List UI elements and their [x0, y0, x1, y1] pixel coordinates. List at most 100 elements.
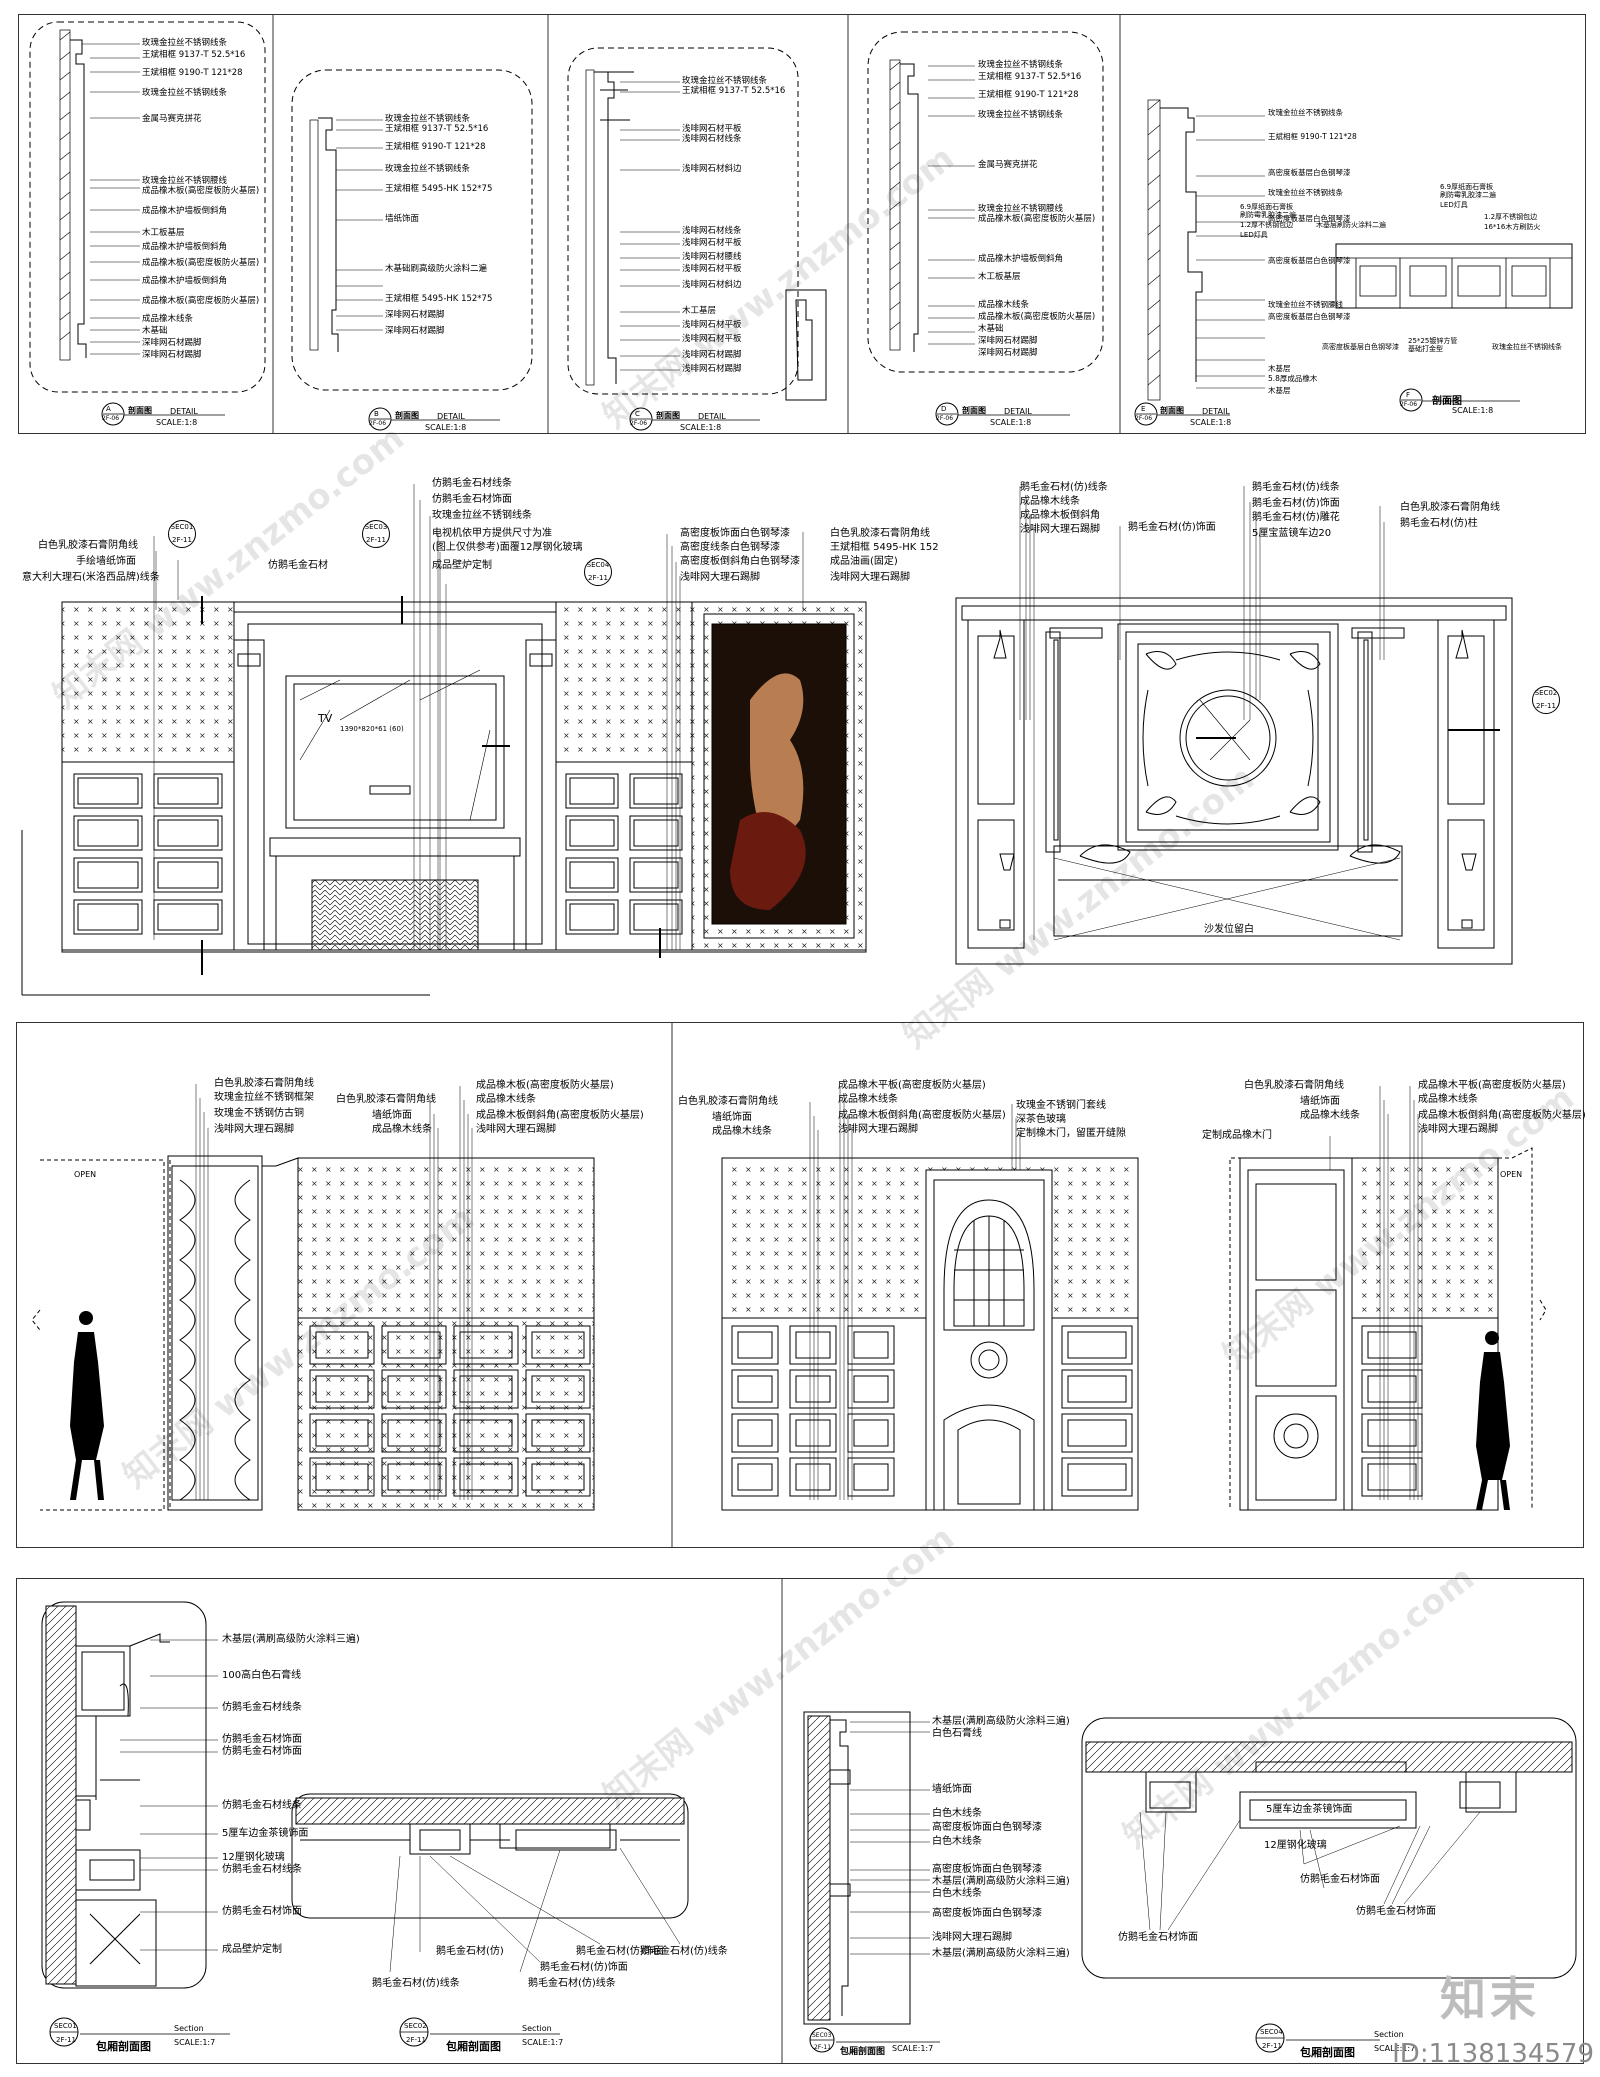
detail-bubble-id: A — [106, 405, 111, 413]
detail-label: 玫瑰金拉丝不锈钢线条 — [385, 164, 471, 174]
detail-label: 成品橡木板(高密度板防火基层) — [142, 258, 260, 268]
sec1-label: 仿鹅毛金石材线条 — [222, 1864, 302, 1875]
detail-label: 木基础刷高级防火涂料二遍 — [385, 264, 488, 274]
bubble-sheet: 2F-11 — [406, 2036, 426, 2044]
detail-label: 木工基层 — [682, 306, 717, 316]
detail-label: 玫瑰金拉丝不锈钢线条 — [142, 88, 228, 98]
detail-label: 1.2厚不锈钢包边 — [1240, 221, 1294, 229]
detail-label: 王斌相框 9137-T 52.5*16 — [142, 50, 246, 60]
elev2-label: 鹅毛金石材(仿)雕花 — [1252, 512, 1340, 523]
detail-label: 木基础 — [142, 326, 168, 336]
bubble-sheet: 2F-11 — [366, 536, 386, 544]
sec3-label: 木基层(满刷高级防火涂料三遍) — [932, 1876, 1070, 1887]
elev4-label: 白色乳胶漆石膏阴角线 — [678, 1096, 778, 1107]
elev5-label: 成品橡木线条 — [1418, 1094, 1478, 1105]
sec1-label: 木基层(满刷高级防火涂料三遍) — [222, 1634, 360, 1645]
tv-label: TV — [318, 712, 333, 725]
detail-label: 王斌相框 9137-T 52.5*16 — [978, 72, 1082, 82]
elev3-label: 玫瑰金拉丝不锈钢框架 — [214, 1092, 314, 1103]
sec3-label: 白色木线条 — [932, 1808, 982, 1819]
detail-bubble-sheet: 2F-06 — [936, 415, 954, 422]
detail-bubble-id: C — [635, 410, 640, 418]
detail-bubble-id: D — [941, 405, 947, 413]
sec1-label: 仿鹅毛金石材饰面 — [222, 1906, 302, 1917]
detail-sub: DETAIL — [170, 407, 198, 416]
sec2-label: 鹅毛金石材(仿) — [436, 1946, 504, 1957]
row1-dividers — [29, 14, 1573, 434]
elev4-label: 成品橡木板倒斜角(高密度板防火基层) — [838, 1110, 1006, 1121]
sec4-label: 12厘钢化玻璃 — [1264, 1840, 1327, 1851]
elev1-label: 意大利大理石(米洛西品牌)线条 — [22, 572, 160, 583]
sec3-label: 高密度板饰面白色钢琴漆 — [932, 1864, 1042, 1875]
detail-label: 浅啡网石材踢脚 — [682, 364, 742, 374]
detail-label: 成品橡木护墙板倒斜角 — [142, 242, 228, 252]
detail-title: 剖面图 — [1432, 396, 1462, 407]
bubble-sheet: 2F-11 — [814, 2044, 832, 2051]
sec3-label: 白色木线条 — [932, 1888, 982, 1899]
section-row-4 — [16, 1578, 1584, 2064]
sec2-label: 鹅毛金石材(仿)线条 — [528, 1978, 616, 1989]
detail-bubble-id: E — [1141, 405, 1146, 413]
bubble-sheet: 2F-11 — [588, 574, 608, 582]
detail-label: 浅啡网石材平板 — [682, 334, 742, 344]
elev2-caption: 沙发位留白 — [1204, 924, 1254, 935]
detail-label: 成品橡木护墙板倒斜角 — [142, 276, 228, 286]
elev3-label: 成品橡木板倒斜角(高密度板防火基层) — [476, 1110, 644, 1121]
detail-label: 墙纸饰面 — [385, 214, 420, 224]
elev3-label: 浅啡网大理石踢脚 — [214, 1124, 294, 1135]
detail-bubble-id: B — [374, 410, 379, 418]
detail-label: 浅啡网石材踢脚 — [682, 350, 742, 360]
detail-label: 成品橡木板(高密度板防火基层) — [142, 296, 260, 306]
detail-label: 25*25镀锌方管 — [1408, 337, 1458, 345]
bubble-code: SEC02 — [1534, 689, 1558, 697]
detail-label: 浅啡网石材斜边 — [682, 164, 742, 174]
sec1-label: 5厘车边金茶镜饰面 — [222, 1828, 309, 1839]
sec3-label: 白色石膏线 — [932, 1728, 982, 1739]
detail-bubble-id: F — [1406, 391, 1411, 399]
detail-label: 深啡网石材踢脚 — [385, 326, 445, 336]
sec3-label: 墙纸饰面 — [932, 1784, 972, 1795]
section-scale: SCALE:1:7 — [1374, 2044, 1416, 2053]
detail-label: 5.8厚成品橡木 — [1268, 374, 1318, 383]
elev4-label: 玫瑰金不锈钢门套线 — [1016, 1100, 1106, 1111]
detail-label: 高密度板基层白色钢琴漆 — [1268, 214, 1351, 223]
bubble-code: SEC01 — [54, 2022, 77, 2030]
elev5-label: 墙纸饰面 — [1300, 1096, 1340, 1107]
bubble-sheet: 2F-11 — [1262, 2042, 1282, 2050]
elev4-label: 成品橡木平板(高密度板防火基层) — [838, 1080, 986, 1091]
elevation-2-drawing — [955, 486, 1513, 965]
detail-sub: DETAIL — [1202, 407, 1230, 416]
detail-bubble-sheet: 2F-06 — [1400, 401, 1418, 408]
elev3-label: 玫瑰金不锈钢仿古铜 — [214, 1108, 304, 1119]
detail-label: 6.9厚纸面石膏板 — [1440, 183, 1494, 191]
elev4-label: 成品橡木线条 — [838, 1094, 898, 1105]
detail-label: 王斌相框 9190-T 121*28 — [978, 90, 1079, 100]
elev4-label: 定制橡木门，留匿开缝隙 — [1016, 1128, 1126, 1139]
sec1-label: 12厘钢化玻璃 — [222, 1852, 285, 1863]
detail-label: 成品橡木护墙板倒斜角 — [978, 254, 1064, 264]
detail-label: 浅啡网石材平板 — [682, 238, 742, 248]
elev2-label: 白色乳胶漆石膏阴角线 — [1400, 502, 1500, 513]
section-sub: Section — [174, 2024, 204, 2033]
sec4-label: 仿鹅毛金石材饰面 — [1118, 1932, 1198, 1943]
detail-label: 玫瑰金拉丝不锈钢线条 — [1268, 188, 1343, 197]
detail-label: 木基层 — [1268, 386, 1291, 395]
sec3-label: 高密度板饰面白色钢琴漆 — [932, 1822, 1042, 1833]
detail-bubble-sheet: 2F-06 — [102, 415, 120, 422]
sec2-label: 鹅毛金石材(仿)线条 — [640, 1946, 728, 1957]
bubble-code: SEC04 — [1260, 2028, 1283, 2036]
detail-label: 玫瑰金拉丝不锈钢线条 — [978, 60, 1064, 70]
elev4-label: 深茶色玻璃 — [1016, 1114, 1066, 1125]
sec1-label: 仿鹅毛金石材饰面 — [222, 1734, 302, 1745]
detail-bubble-sheet: 2F-06 — [369, 420, 387, 427]
sec4-label: 5厘车边金茶镜饰面 — [1266, 1804, 1353, 1815]
detail-label: 深啡网石材踢脚 — [142, 350, 202, 360]
bubble-code: SEC01 — [170, 523, 194, 531]
bubble-code: SEC03 — [812, 2032, 832, 2039]
elev2-label: 鹅毛金石材(仿)线条 — [1252, 482, 1340, 493]
elev3-label: 浅啡网大理石踢脚 — [476, 1124, 556, 1135]
detail-label: 玫瑰金拉丝不锈钢线条 — [978, 110, 1064, 120]
elev2-label: 鹅毛金石材(仿)线条 — [1020, 482, 1108, 493]
